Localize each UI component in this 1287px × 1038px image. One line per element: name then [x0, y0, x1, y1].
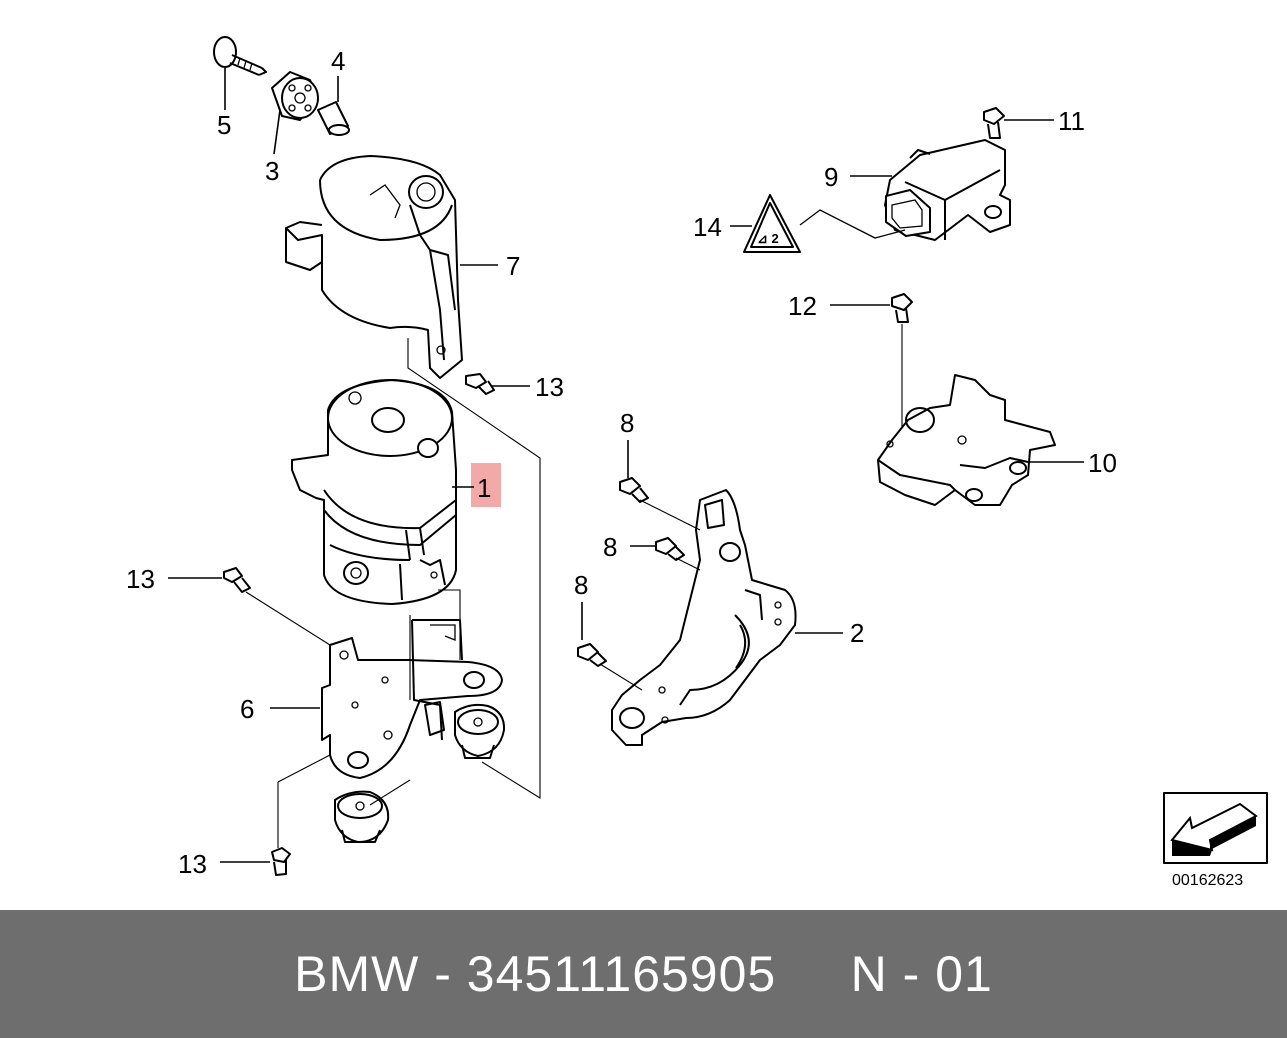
part-3-rubber-mount: [271, 71, 319, 121]
reference-number: 00162623: [1172, 872, 1243, 889]
callout-8-middle: 8: [603, 532, 617, 562]
part-4-sleeve: [317, 101, 350, 136]
part-number-text: BMW - 34511165905 N - 01: [294, 946, 993, 1002]
parts-diagram: ⊿ 2 1: [126, 36, 1268, 889]
part-8-bolts: [577, 477, 685, 667]
callout-2: 2: [850, 618, 864, 648]
part-2-bracket: [611, 489, 797, 746]
callout-4: 4: [331, 46, 345, 76]
callout-13-left: 13: [126, 564, 155, 594]
callout-7: 7: [506, 251, 520, 281]
assembly-lines: [245, 338, 541, 848]
part-9-sensor: [884, 139, 1011, 241]
callout-11: 11: [1058, 106, 1085, 136]
part-6-bracket: [321, 619, 503, 779]
part-13-bolt-left: [223, 567, 251, 593]
svg-text:⊿ 2: ⊿ 2: [757, 231, 779, 246]
callout-1-highlight: [471, 463, 501, 507]
part-13-bolt-upper: [465, 373, 495, 395]
part-13-bolt-bottom: [271, 847, 291, 876]
callout-6: 6: [240, 694, 254, 724]
callout-1: 1: [477, 473, 491, 503]
reference-box: 00162623: [1163, 792, 1268, 889]
callout-14: 14: [693, 212, 722, 242]
callout-3: 3: [265, 156, 279, 186]
leader-lines: [168, 68, 1084, 863]
part-14-warning-label: ⊿ 2: [743, 194, 801, 253]
callout-8-top: 8: [620, 408, 634, 438]
callout-9: 9: [824, 162, 838, 192]
callout-13-bottom: 13: [178, 849, 207, 879]
callout-13-upper: 13: [535, 372, 564, 402]
part-12-bolt: [891, 293, 913, 323]
direction-arrow-icon: [1163, 792, 1268, 864]
part-3-rubber-mount-lower-right: [454, 703, 506, 759]
callout-12: 12: [788, 291, 817, 321]
part-3-rubber-mount-lower-left: [334, 790, 390, 843]
callout-labels: 1 2 3 4 5 6 7 8 8 8 9 10 11 12 13 13 13 …: [126, 46, 1117, 879]
part-10-mounting-plate: [877, 374, 1056, 506]
part-11-bolt: [983, 107, 1005, 139]
callout-10: 10: [1088, 448, 1117, 478]
part-1-hydraulic-unit: [291, 379, 457, 605]
part-7-housing: [285, 155, 463, 379]
footer-bar: BMW - 34511165905 N - 01: [0, 910, 1287, 1038]
callout-8-lower: 8: [574, 570, 588, 600]
part-5-bolt: [213, 36, 267, 76]
callout-5: 5: [217, 110, 231, 140]
